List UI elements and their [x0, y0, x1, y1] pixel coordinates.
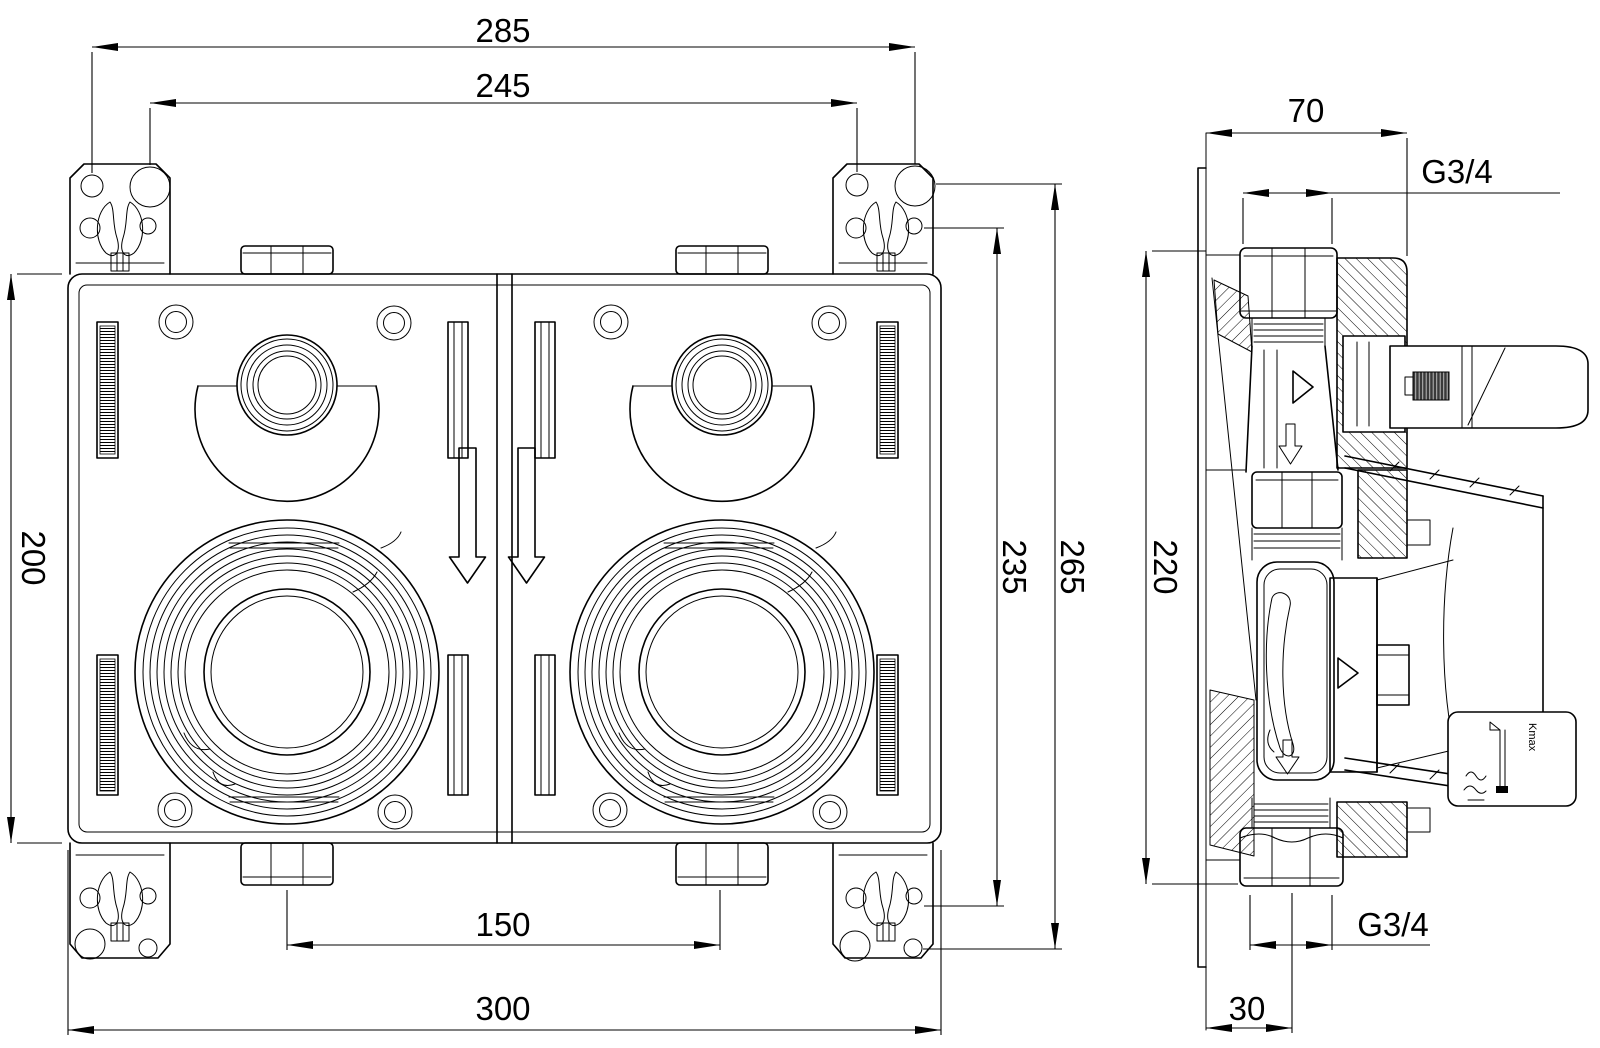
mounting-bracket-bottom-right: [832, 842, 934, 962]
module-divider: [496, 273, 513, 844]
top-inlet-connection: [1239, 247, 1338, 347]
protection-sleeve: Kmax: [1344, 455, 1577, 807]
valve-body: [67, 273, 942, 844]
flow-arrow-icon: [1292, 370, 1314, 404]
mounting-bracket-bottom-left: [69, 842, 171, 960]
dimensions: 285 245 200 235 265 150: [6, 12, 1560, 1035]
dim-g34-bottom: G3/4: [1249, 895, 1430, 950]
dim-label: 220: [1147, 539, 1184, 594]
wall-plate: [1197, 132, 1246, 1031]
dim-235: 235: [924, 227, 1033, 907]
retaining-clip: [1265, 592, 1295, 757]
dim-label: 285: [475, 12, 530, 49]
dim-label: 235: [996, 539, 1033, 594]
dim-label: 300: [475, 990, 530, 1027]
bottom-outlet-connection: [1239, 797, 1344, 887]
dim-30: 30: [1206, 893, 1293, 1033]
dim-label: 150: [475, 906, 530, 943]
mounting-flange-lower: [1336, 801, 1408, 858]
adjustment-knurl: [1412, 371, 1450, 401]
dim-70: 70: [1206, 92, 1408, 256]
lever-handle: [1342, 335, 1589, 433]
dim-265: 265: [923, 183, 1091, 950]
down-arrow-icon: [507, 447, 546, 584]
dim-200: 200: [6, 273, 62, 844]
dim-label: 245: [475, 67, 530, 104]
dim-label: 70: [1288, 92, 1325, 129]
front-view: [67, 163, 942, 962]
dim-220: 220: [1142, 250, 1238, 885]
dim-label: 265: [1054, 539, 1091, 594]
flow-direction-arrows: [448, 447, 546, 584]
dim-245: 245: [149, 67, 858, 172]
dim-label: 200: [15, 530, 52, 585]
dim-g34-top: G3/4: [1242, 153, 1560, 244]
mounting-flange-mid: [1357, 469, 1408, 559]
logo-mark: [1463, 771, 1487, 801]
dim-285: 285: [91, 12, 916, 173]
dim-label: G3/4: [1357, 906, 1429, 943]
mounting-bracket-top-right: [832, 163, 936, 275]
dim-300: 300: [67, 850, 942, 1035]
flow-arrow-icon: [1337, 657, 1359, 689]
dim-150: 150: [286, 890, 721, 950]
side-view: Kmax: [1197, 132, 1589, 1031]
side-slots: [96, 321, 899, 796]
mounting-bracket-top-left: [69, 163, 171, 275]
down-arrow-icon: [1278, 423, 1303, 465]
down-arrow-icon: [448, 447, 487, 584]
instruction-label: Kmax: [1447, 711, 1577, 807]
down-arrow-icon: [1275, 739, 1300, 775]
dim-label: 30: [1229, 990, 1266, 1027]
dim-label: G3/4: [1421, 153, 1493, 190]
upper-valve-body: [1245, 345, 1343, 561]
label-kmax: Kmax: [1526, 723, 1538, 752]
